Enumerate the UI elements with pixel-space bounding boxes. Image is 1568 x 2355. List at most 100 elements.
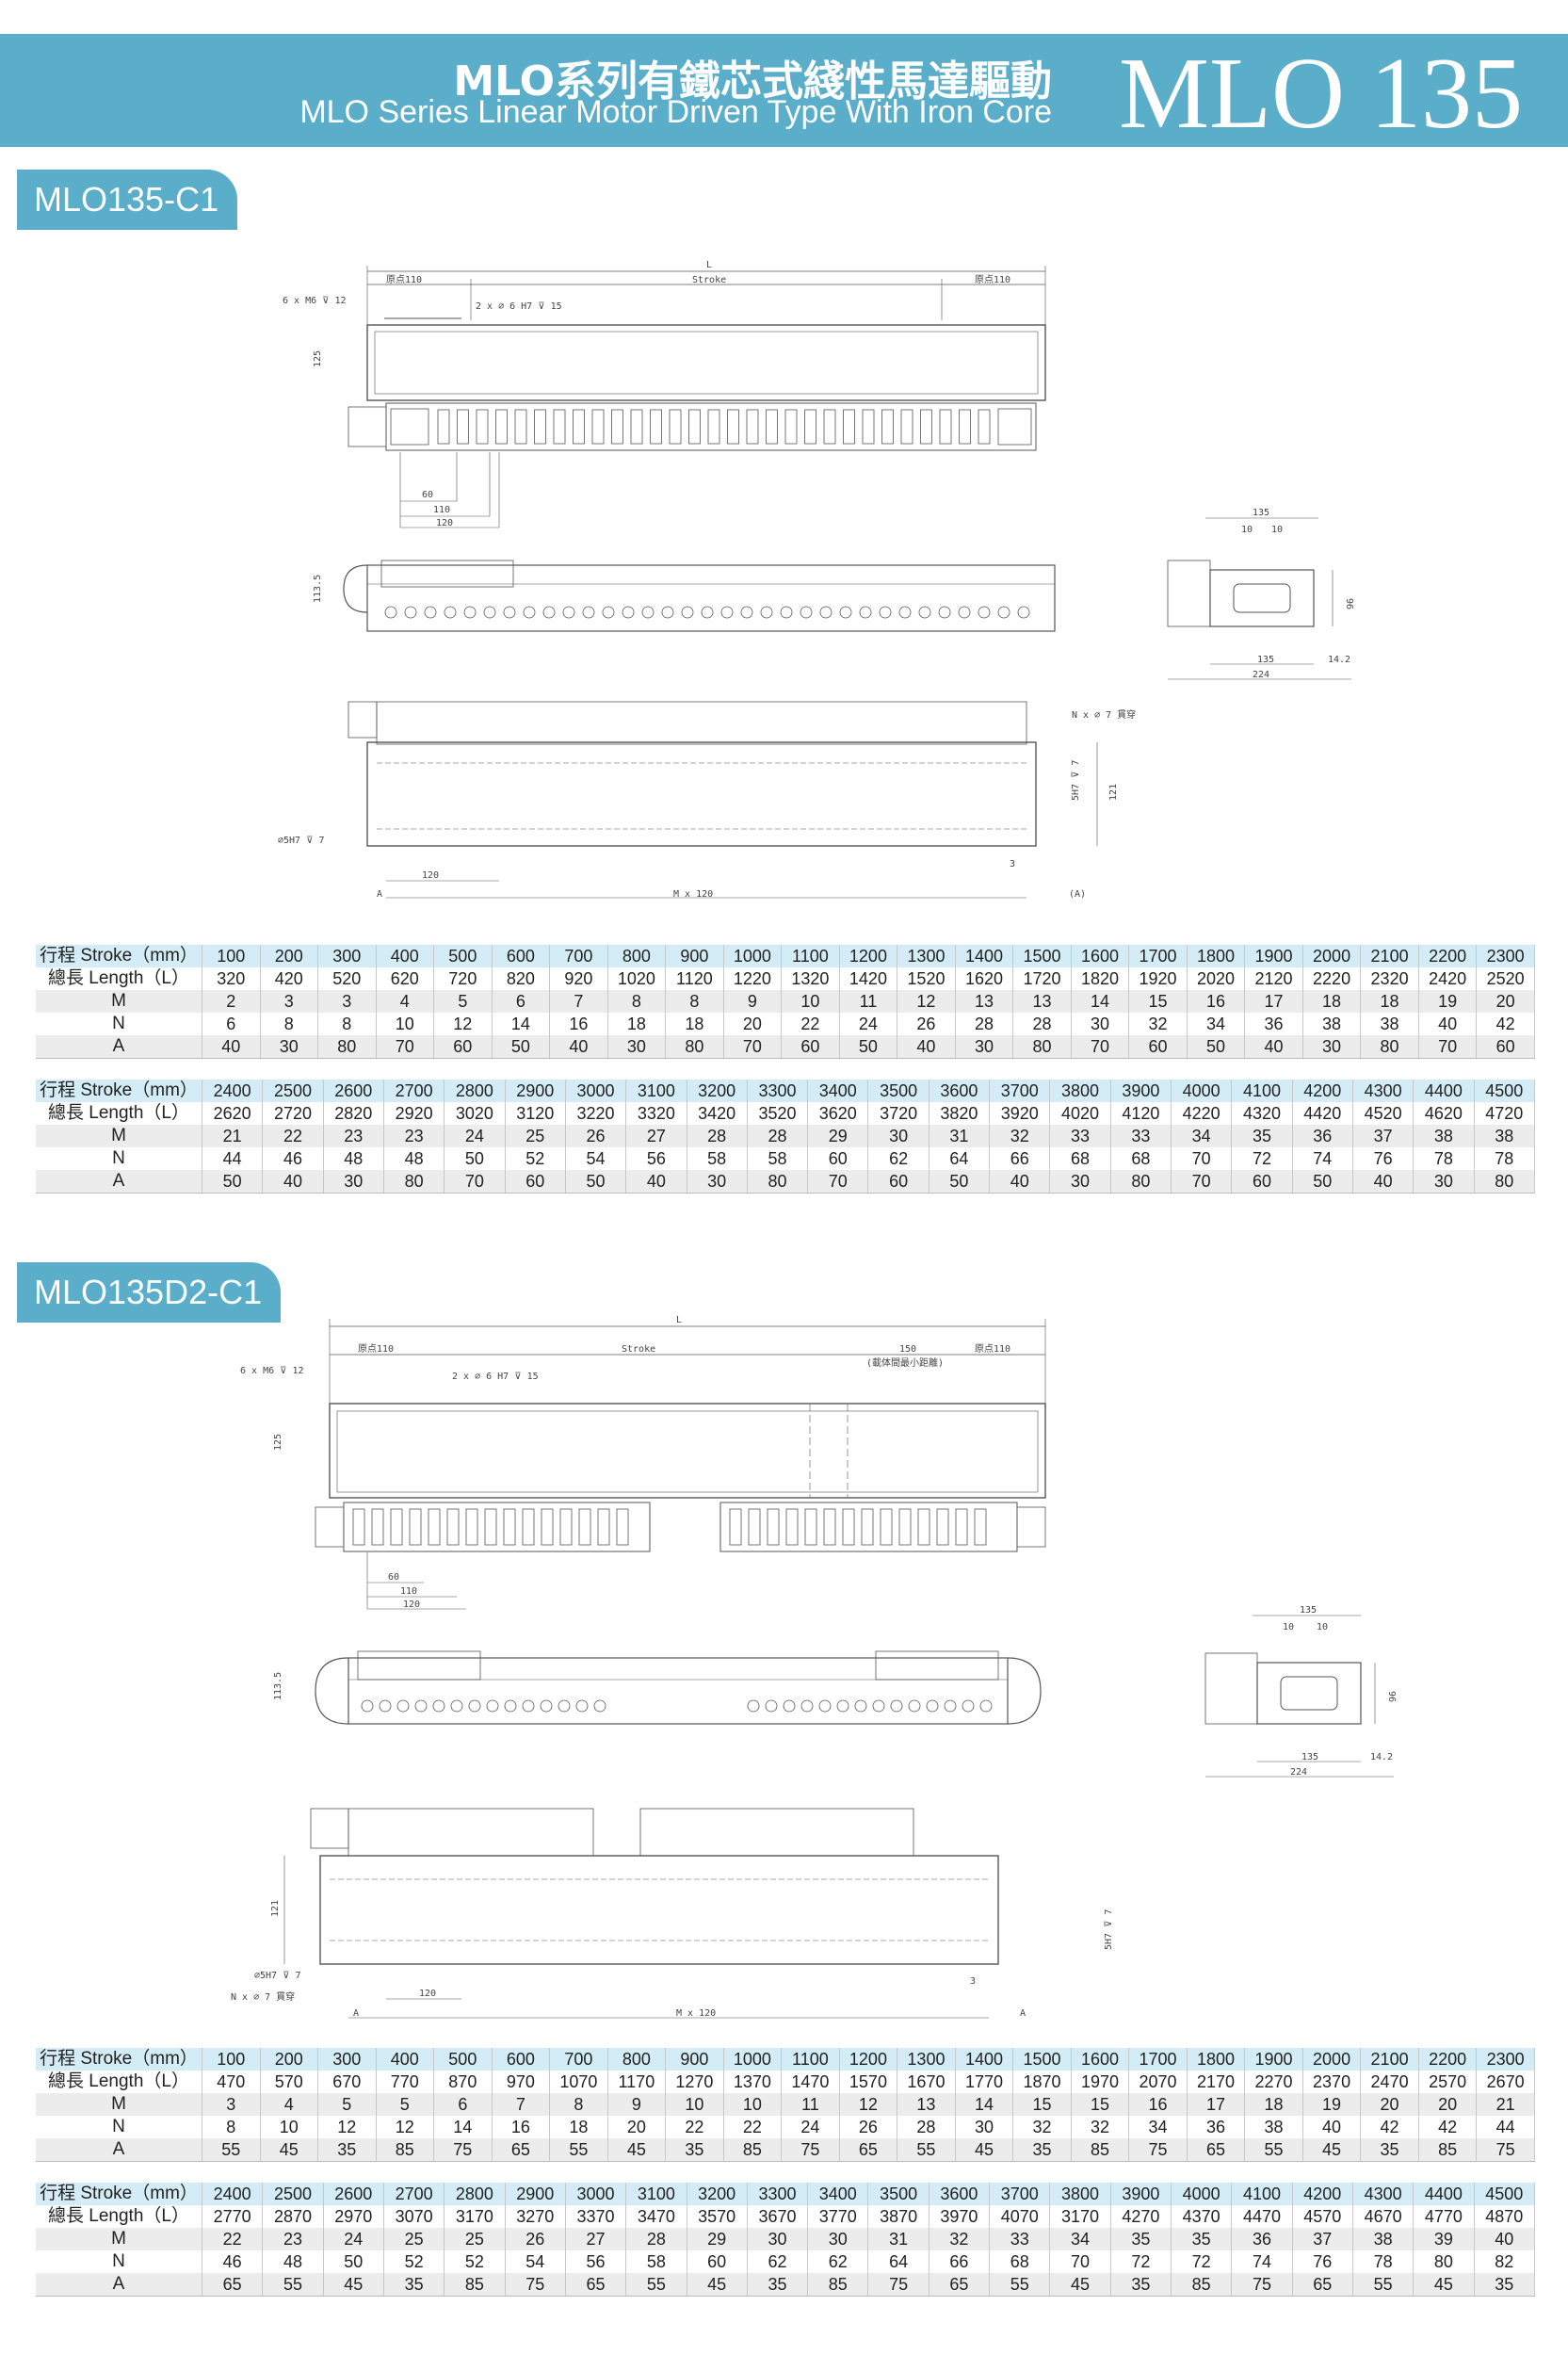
table-cell: 3470	[625, 2205, 687, 2228]
table-cell: 900	[665, 2048, 724, 2071]
chain-link	[784, 409, 798, 445]
d2-dim-mx: M x 120	[676, 2008, 716, 2019]
chain-link	[939, 409, 952, 445]
table-cell: 26	[565, 1125, 627, 1147]
table-cell: 1100	[781, 2048, 840, 2071]
table-cell: 400	[376, 945, 435, 967]
table-cell: 40	[262, 1170, 324, 1194]
table-cell: 620	[376, 967, 435, 990]
end-b224: 224	[1253, 670, 1269, 680]
table-cell: 48	[323, 1147, 384, 1170]
chain-link	[352, 1508, 365, 1546]
table-cell: 33	[1110, 1125, 1172, 1147]
table-cell: 100	[202, 945, 261, 967]
table-cell: 820	[492, 967, 551, 990]
table-cell: 68	[1110, 1147, 1172, 1170]
table-cell: 3700	[989, 1080, 1051, 1102]
chain-link	[650, 409, 662, 445]
table-cell: 1800	[1187, 2048, 1246, 2071]
dim-height: 125	[313, 350, 323, 367]
table-cell: 28	[955, 1013, 1014, 1035]
table-cell: 9	[607, 2093, 667, 2116]
chain-link	[465, 1508, 478, 1546]
row-label: M	[36, 990, 202, 1013]
drawing-d2-end: 135 10 10 96 135 14.2 224	[1196, 1601, 1422, 1790]
row-label: 總長 Length（L）	[36, 1102, 202, 1125]
table-cell: 52	[383, 2250, 445, 2273]
table-cell: 13	[955, 990, 1014, 1013]
table-cell: 66	[929, 2250, 991, 2273]
table-cell: 4100	[1231, 2183, 1293, 2205]
table-cell: 60	[505, 1170, 566, 1194]
drawing-d2-side: 113.5	[264, 1644, 1092, 1747]
table-cell: 54	[505, 2250, 566, 2273]
roller	[938, 606, 951, 619]
dim-stroke: Stroke	[692, 275, 726, 285]
table-cell: 2	[202, 990, 261, 1013]
table-cell: 68	[1049, 1147, 1111, 1170]
table-cell: 55	[549, 2138, 608, 2162]
table-cell: 4420	[1292, 1102, 1353, 1125]
table-cell: 80	[1360, 1035, 1419, 1059]
table-cell: 64	[929, 1147, 991, 1170]
table-cell: 1400	[955, 2048, 1014, 2071]
table-cell: 3170	[444, 2205, 506, 2228]
table-cell: 600	[492, 2048, 551, 2071]
table-cell: 76	[1292, 2250, 1353, 2273]
table-cell: 4270	[1110, 2205, 1172, 2228]
table-cell: 1320	[781, 967, 840, 990]
table-cell: 12	[317, 2116, 377, 2138]
table-cell: 22	[202, 2228, 264, 2250]
d2-end-10a: 10	[1283, 1622, 1294, 1632]
table-cell: 20	[1476, 990, 1535, 1013]
table-cell: 37	[1352, 1125, 1414, 1147]
table-cell: 36	[1231, 2228, 1293, 2250]
table-cell: 80	[1110, 1170, 1172, 1194]
table-cell: 1900	[1244, 945, 1303, 967]
chain-link	[553, 409, 566, 445]
table-cell: 3500	[867, 2183, 929, 2205]
table-cell: 28	[897, 2116, 956, 2138]
table-cell: 3200	[687, 2183, 748, 2205]
table-cell: 68	[989, 2250, 1051, 2273]
table-cell: 10	[781, 990, 840, 1013]
roller	[859, 606, 872, 619]
table-cell: 65	[929, 2273, 991, 2297]
model-title: MLO 135	[1119, 38, 1523, 150]
table-cell: 3870	[867, 2205, 929, 2228]
table-cell: 27	[565, 2228, 627, 2250]
table-cell: 30	[1413, 1170, 1475, 1194]
table-cell: 24	[323, 2228, 384, 2250]
table-cell: 65	[492, 2138, 551, 2162]
row-label: M	[36, 2228, 202, 2250]
table-cell: 44	[1476, 2116, 1535, 2138]
table-cell: 2000	[1302, 2048, 1362, 2071]
table-cell: 2800	[444, 2183, 506, 2205]
table-cell: 62	[747, 2250, 809, 2273]
table-cell: 14	[492, 1013, 551, 1035]
row-label: N	[36, 2116, 202, 2138]
table-cell: 3	[202, 2093, 261, 2116]
chain-link	[920, 409, 932, 445]
end-10a: 10	[1241, 525, 1253, 535]
table-cell: 11	[839, 990, 898, 1013]
roller	[854, 1699, 867, 1713]
table-cell: 3270	[505, 2205, 566, 2228]
chain-link	[746, 409, 759, 445]
chain-link	[428, 1508, 441, 1546]
chain-link	[785, 1508, 799, 1546]
chain-link	[390, 1508, 403, 1546]
table-cell: 720	[433, 967, 493, 990]
pin-callout: 2 x ⌀ 6 H7 ⊽ 15	[476, 301, 562, 312]
table-cell: 15	[1128, 990, 1188, 1013]
table-cell: 26	[839, 2116, 898, 2138]
table-cell: 2100	[1360, 2048, 1419, 2071]
pin5-callout: ⌀5H7 ⊽ 7	[278, 836, 324, 846]
table-cell: 45	[1413, 2273, 1475, 2297]
table-cell: 45	[1049, 2273, 1111, 2297]
roller	[908, 1699, 921, 1713]
